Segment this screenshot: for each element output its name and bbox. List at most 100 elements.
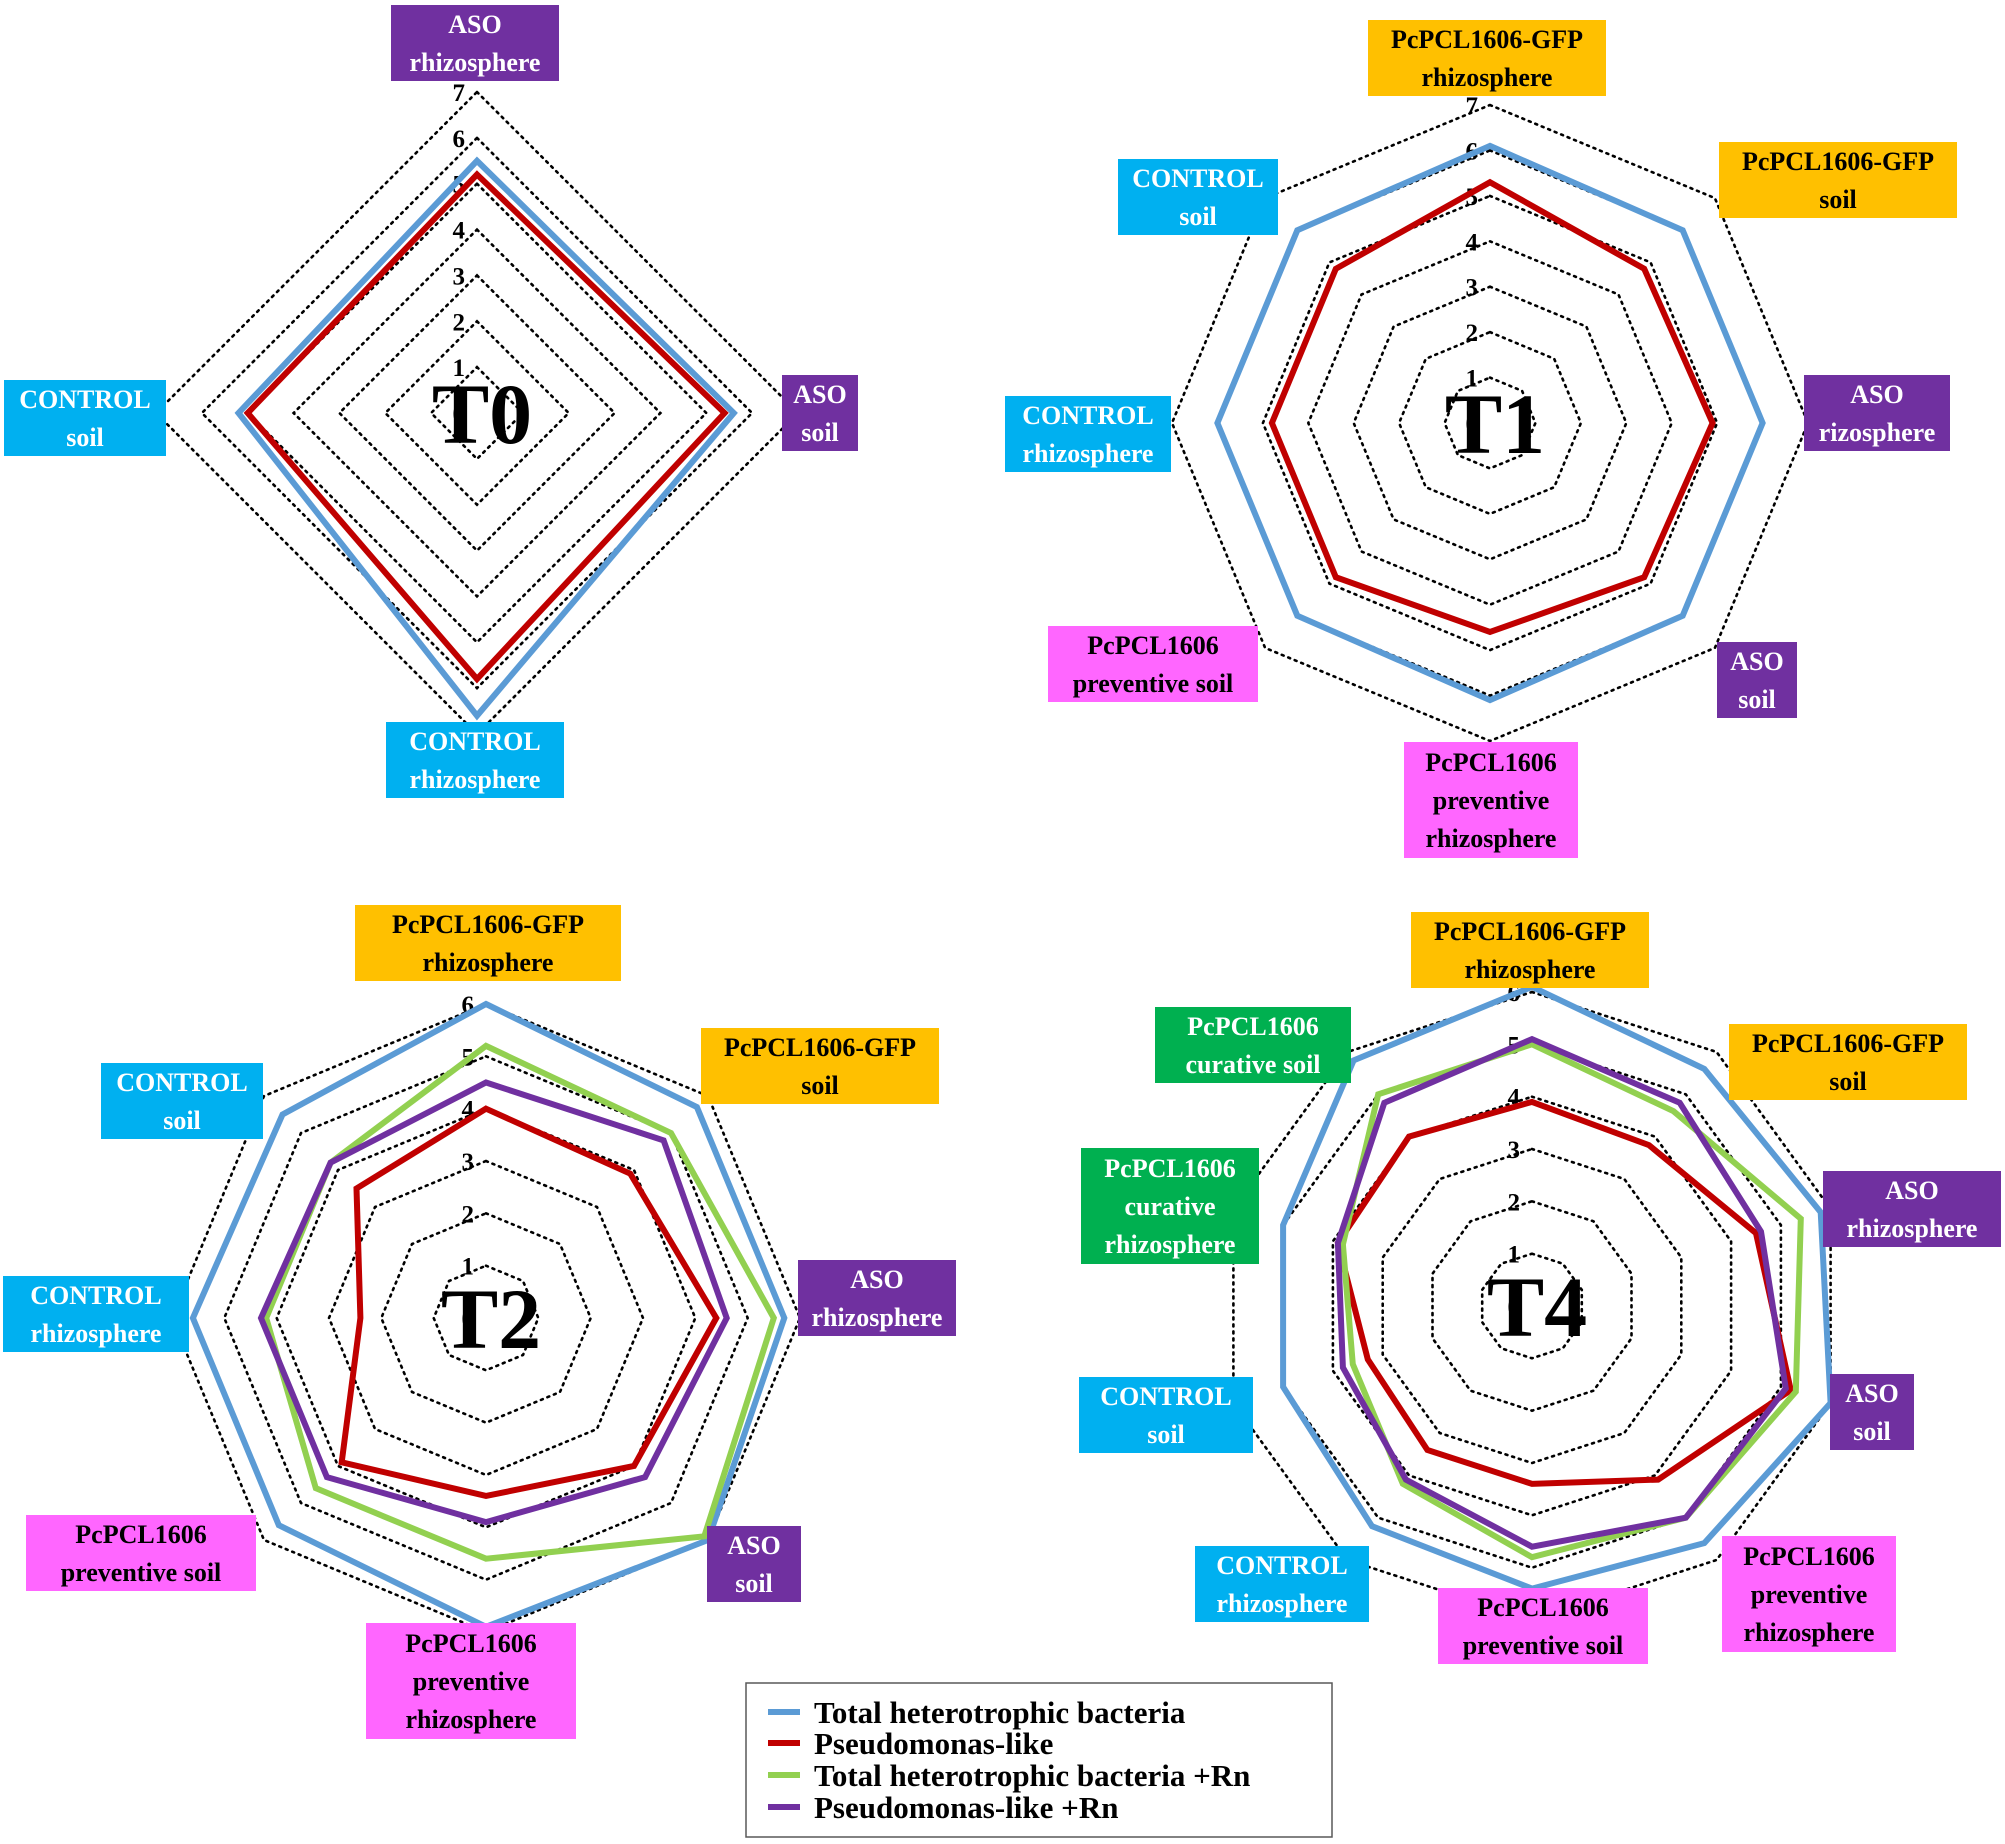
series-line [1214,142,1766,704]
category-label-text: rizosphere [1819,418,1936,447]
category-label-text: PcPCL1606-GFP [1742,147,1934,176]
category-label-text: ASO [727,1531,780,1560]
gridline-ring [291,227,663,599]
legend-item: Total heterotrophic bacteria [768,1695,1186,1730]
category-label-box [1830,1374,1914,1450]
category-label-box [707,1526,801,1602]
category-label-text: rhizosphere [1465,955,1596,984]
axis-tick-label: 1 [453,355,466,382]
gridline-ring [200,136,754,690]
category-label: ASO rhizosphere [391,5,559,81]
radar-chart: 01234567T1PcPCL1606-GFPrhizospherePcPCL1… [1005,20,1957,858]
category-label-text: ASO [793,380,846,409]
radar-chart: 0123456T2PcPCL1606-GFPrhizospherePcPCL16… [3,905,956,1739]
chart-center-label: T2 [441,1271,541,1367]
category-label-text: ASO [1845,1379,1898,1408]
category-label: PcPCL1606-GFP soil [701,1028,939,1104]
category-label-text: CONTROL [1022,401,1153,430]
category-label-text: CONTROL [409,727,540,756]
gridline-ring [1431,1199,1633,1413]
axis-tick-label: 0 [1466,411,1479,438]
category-label-text: PcPCL1606-GFP [1434,917,1626,946]
category-label-text: rhizosphere [410,765,541,794]
axis-tick-label: 0 [462,1306,475,1333]
category-label-box [4,380,166,456]
gridline-ring [383,319,571,507]
category-label-text: soil [801,1071,839,1100]
axis-tick-label: 7 [453,80,466,107]
category-label-text: rhizosphere [1422,63,1553,92]
category-label-text: ASO [448,10,501,39]
gridline-ring [429,365,525,461]
category-label-box [1717,642,1797,718]
legend-item: Pseudomonas-like [768,1726,1053,1761]
category-label-box [1118,159,1278,235]
category-label-box [101,1063,263,1139]
radar-charts: 01234567T0ASOrhizosphereASOsoilCONTROLrh… [3,5,2001,1739]
category-label-text: rhizosphere [423,948,554,977]
category-label-text: ASO [850,1265,903,1294]
category-label-text: preventive soil [1073,669,1234,698]
category-label-text: CONTROL [19,385,150,414]
axis-tick-label: 2 [1466,320,1479,347]
category-label-text: rhizosphere [406,1705,537,1734]
axis-tick-label: 0 [453,401,466,428]
axis-tick-label: 3 [462,1149,475,1176]
category-label: CONTROL rhizosphere [1005,396,1171,472]
category-label-box [1804,375,1950,451]
gridline-ring [222,1054,750,1582]
category-label-text: PcPCL1606 [1187,1012,1318,1041]
gridline-ring [1215,148,1765,698]
category-label-box [1722,1536,1896,1652]
category-label-text: soil [1147,1420,1185,1449]
category-label-text: rhizosphere [31,1319,162,1348]
category-label-text: soil [735,1569,773,1598]
category-label-text: soil [1829,1067,1867,1096]
gridline-ring [1261,194,1719,652]
gridline-ring [432,1264,540,1372]
category-label: CONTROL rhizosphere [386,722,564,798]
category-label-text: preventive soil [1463,1631,1624,1660]
chart-center-label: T1 [1445,376,1545,472]
category-label-text: rhizosphere [1217,1589,1348,1618]
radar-chart: 01234567T0ASOrhizosphereASOsoilCONTROLrh… [4,5,858,798]
category-label-text: rhizosphere [1023,439,1154,468]
category-label-text: rhizosphere [1426,824,1557,853]
category-label-text: PcPCL1606 [1104,1154,1235,1183]
category-label-text: rhizosphere [410,48,541,77]
category-label-box [1195,1546,1369,1622]
category-label-box [701,1028,939,1104]
legend-label: Pseudomonas-like [814,1726,1053,1761]
category-label-box [366,1623,576,1739]
gridline-ring [1306,239,1674,607]
legend-item: Total heterotrophic bacteria +Rn [768,1758,1250,1793]
axis-tick-label: 1 [462,1254,475,1281]
category-label-box [1079,1377,1253,1453]
category-label-box [1719,142,1957,218]
axis-tick-label: 3 [1466,275,1479,302]
category-label-text: PcPCL1606-GFP [724,1033,916,1062]
gridline-ring [1232,990,1832,1622]
category-label-text: CONTROL [116,1068,247,1097]
category-label-text: curative [1125,1192,1216,1221]
series-line [1334,1035,1789,1550]
category-label-box [1438,1588,1648,1664]
gridline-ring [154,90,800,736]
axis-tick-label: 1 [1508,1242,1521,1269]
axis-tick-label: 6 [453,126,466,153]
series-line [234,156,738,721]
category-label-text: ASO [1730,647,1783,676]
category-label-box [26,1515,256,1591]
axis-tick-label: 2 [1508,1189,1521,1216]
